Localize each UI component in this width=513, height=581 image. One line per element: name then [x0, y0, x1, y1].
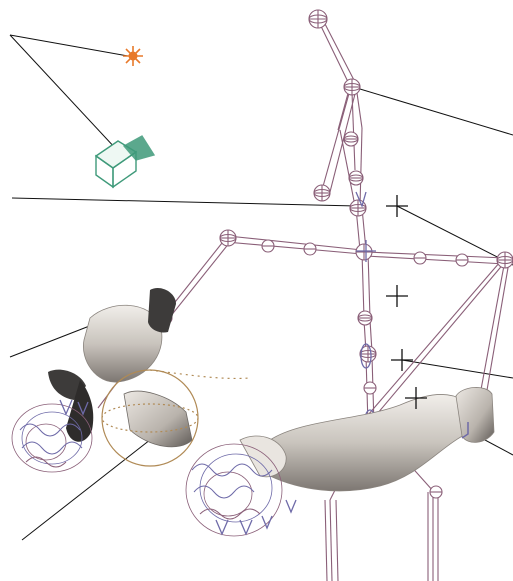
light-icon[interactable] — [123, 46, 143, 66]
joint-icon — [309, 10, 327, 28]
joint-icon — [364, 382, 376, 394]
joint-icon — [262, 240, 274, 252]
joint-icon — [344, 79, 360, 95]
joint-icon — [314, 185, 330, 201]
joint-icon — [344, 132, 358, 146]
joint-icon — [414, 252, 426, 264]
joint-icon — [358, 311, 372, 325]
joint-icon — [356, 244, 372, 260]
joint-icon — [220, 230, 236, 246]
joint-icon — [304, 243, 316, 255]
joint-icon — [430, 486, 442, 498]
joint-icon — [349, 171, 363, 185]
joint-icon — [456, 254, 468, 266]
joint-icon — [497, 252, 513, 268]
